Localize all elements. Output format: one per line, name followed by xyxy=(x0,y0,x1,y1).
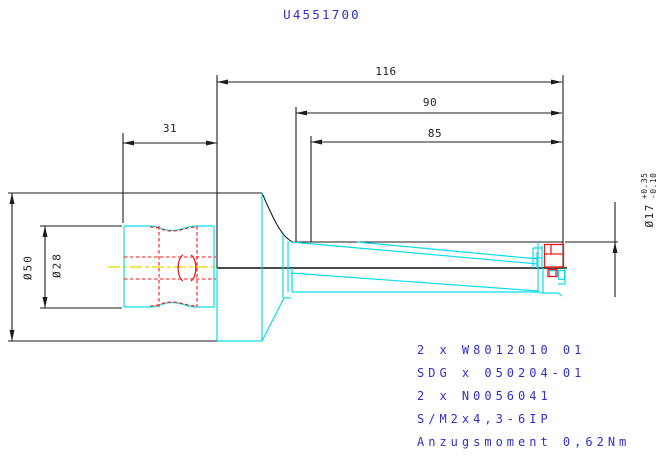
note-line: Anzugsmoment 0,62Nm xyxy=(417,435,631,449)
insert-geometry xyxy=(177,243,565,282)
outline-geometry xyxy=(8,75,618,342)
tolerance-lower: -0.10 xyxy=(649,172,658,200)
tip-diameter-value: Ø17 xyxy=(642,203,656,228)
tolerance-upper: +0.35 xyxy=(639,172,649,200)
dimension-arrowheads xyxy=(9,79,618,341)
dim-flute-length: 85 xyxy=(427,127,443,140)
dim-bore-depth: 31 xyxy=(162,122,178,135)
drawing-title: U4551700 xyxy=(283,7,361,22)
note-line: S/M2x4,3-6IP xyxy=(417,412,552,426)
dim-bore-diameter: Ø28 xyxy=(50,252,64,278)
dim-body-diameter: Ø50 xyxy=(21,254,35,280)
note-line: 2 x W8012010 01 xyxy=(417,343,586,357)
profile-geometry xyxy=(123,193,566,342)
note-line: 2 x N0056041 xyxy=(417,389,552,403)
dim-overall-length: 116 xyxy=(375,65,397,78)
hidden-geometry xyxy=(124,226,216,307)
note-line: SDG x 050204-01 xyxy=(417,366,586,380)
dim-90: 90 xyxy=(422,96,438,109)
dim-tip-diameter: Ø17 +0.35 -0.10 xyxy=(640,173,658,228)
tip-diameter-tolerance: +0.35 -0.10 xyxy=(640,173,658,200)
